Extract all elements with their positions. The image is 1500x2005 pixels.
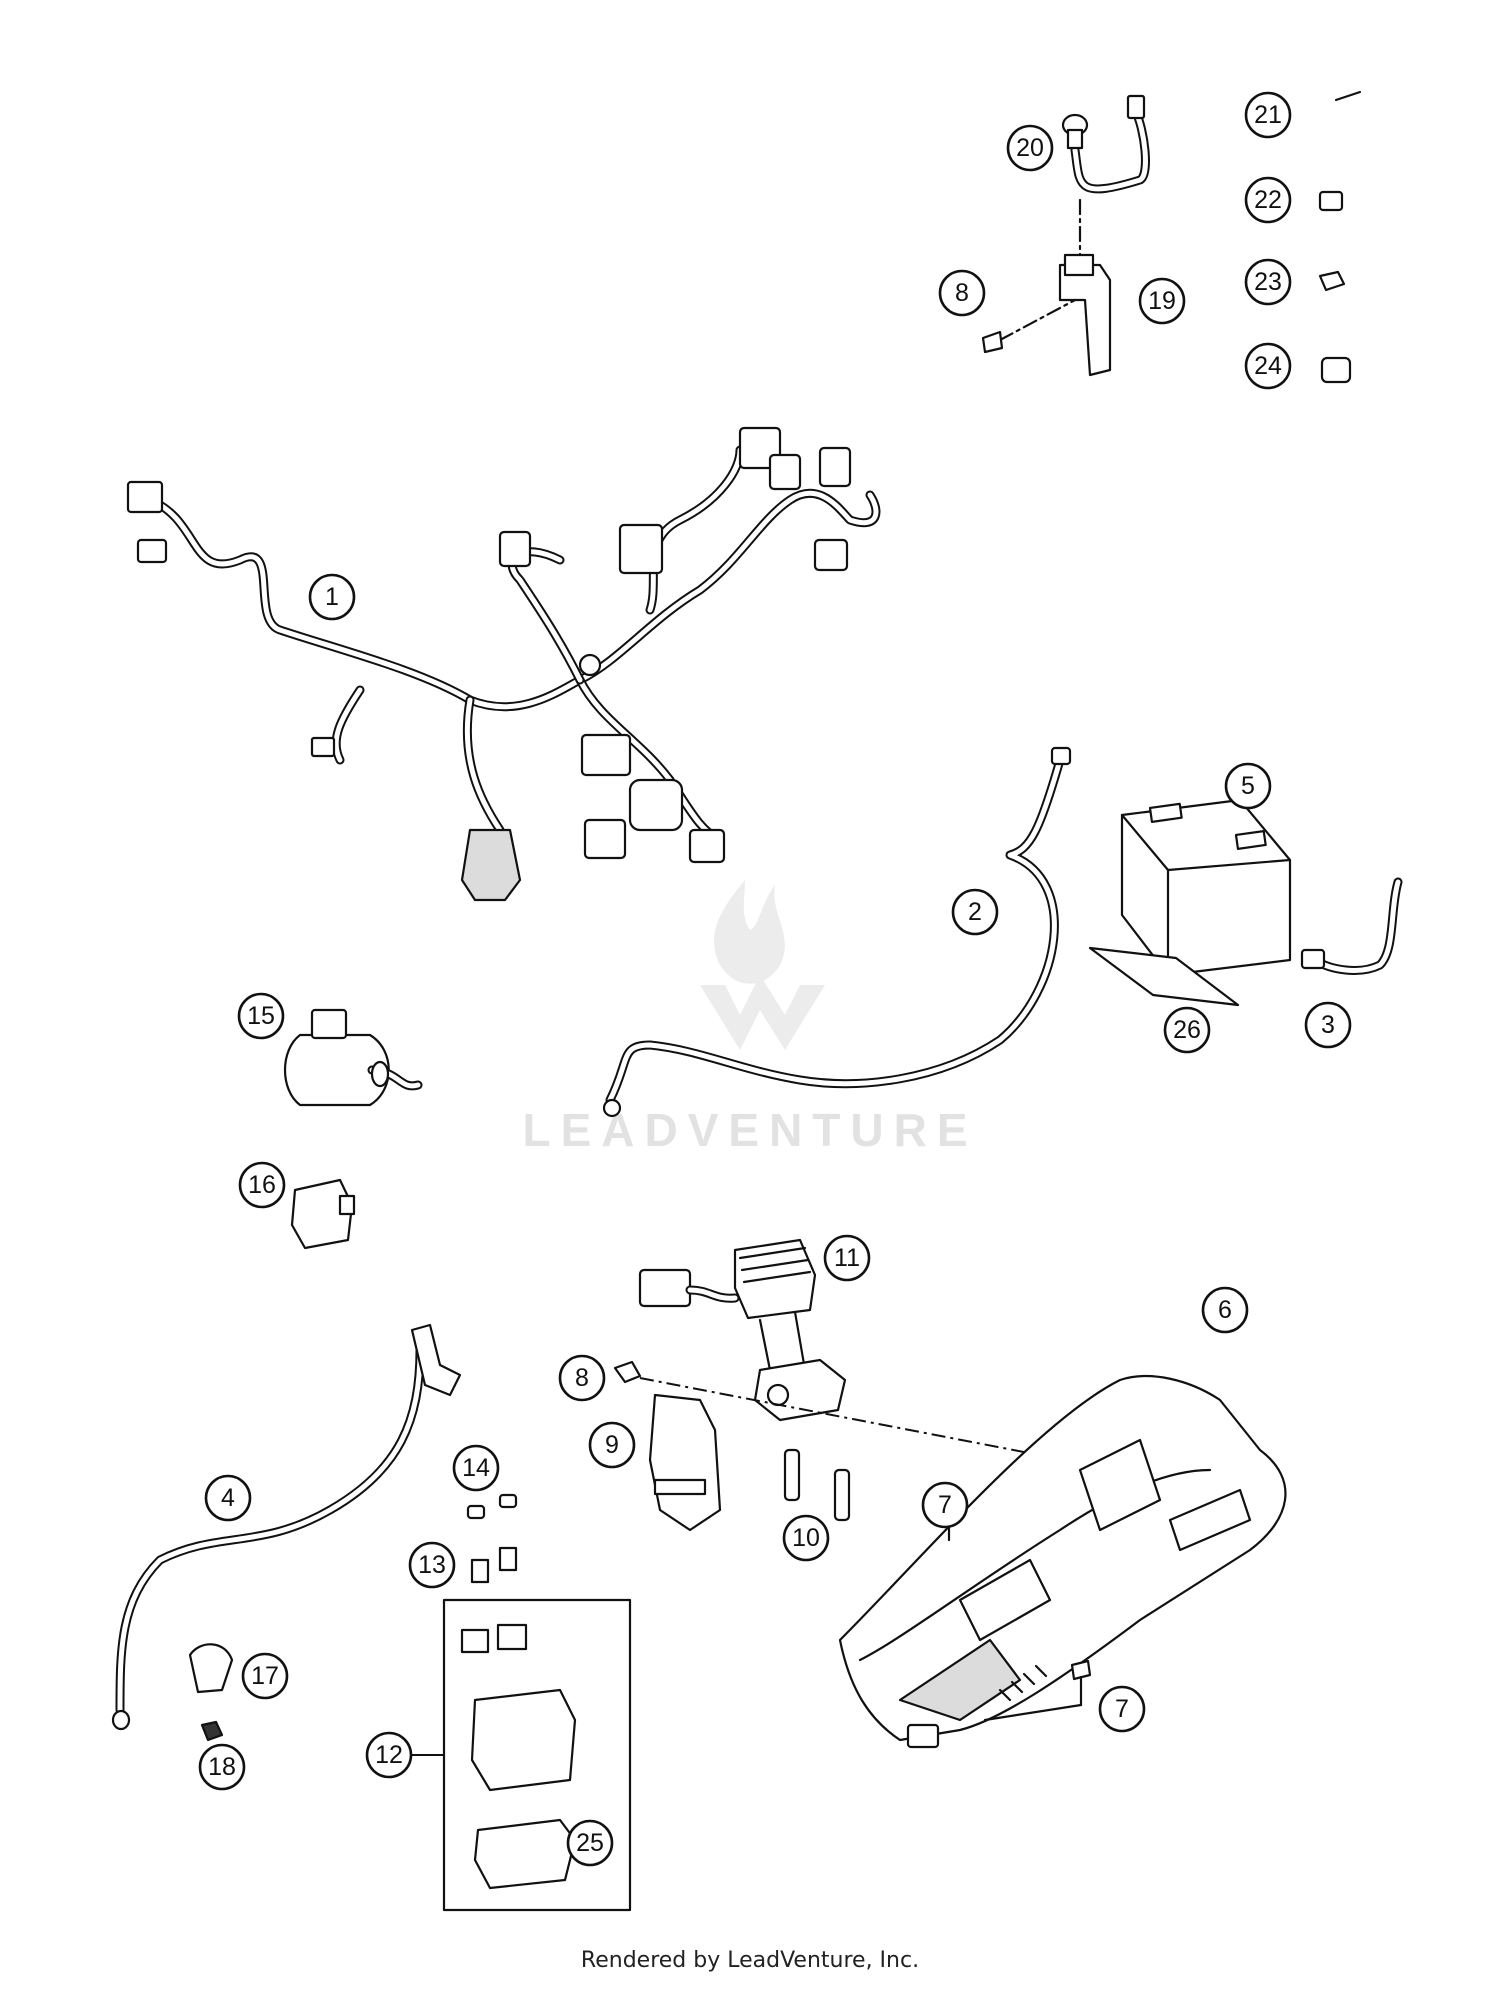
- svg-text:11: 11: [834, 1244, 860, 1272]
- callout-21: 21: [1244, 91, 1292, 139]
- callout-14: 14: [452, 1444, 500, 1492]
- svg-text:18: 18: [208, 1753, 236, 1781]
- svg-text:6: 6: [1218, 1296, 1232, 1324]
- footer-credit: Rendered by LeadVenture, Inc.: [580, 1948, 920, 1973]
- relay-kit-box: [442, 1598, 632, 1912]
- callout-2: 2: [951, 888, 999, 936]
- svg-text:21: 21: [1254, 101, 1282, 129]
- callout-22: 22: [1244, 176, 1292, 224]
- callout-26: 26: [1163, 1006, 1211, 1054]
- callout-12: 12: [365, 1731, 413, 1779]
- svg-text:24: 24: [1254, 352, 1282, 380]
- callout-11: 11: [823, 1234, 871, 1282]
- battery-pad: [1088, 946, 1240, 1007]
- callout-7a: 7: [921, 1481, 969, 1529]
- callout-13: 13: [408, 1541, 456, 1589]
- svg-text:10: 10: [792, 1524, 820, 1552]
- watermark: LEADVENTURE: [522, 880, 977, 1156]
- sensor-with-bracket: [981, 94, 1150, 377]
- battery-cable: [602, 746, 1072, 1118]
- svg-text:23: 23: [1254, 268, 1282, 296]
- svg-text:7: 7: [938, 1491, 952, 1519]
- ground-cable: [111, 1323, 462, 1731]
- callout-10: 10: [782, 1514, 830, 1562]
- svg-text:4: 4: [221, 1484, 235, 1512]
- svg-text:2: 2: [968, 898, 982, 926]
- svg-text:13: 13: [418, 1551, 446, 1579]
- svg-text:5: 5: [1241, 772, 1255, 800]
- short-cable: [1300, 877, 1403, 975]
- callout-4: 4: [204, 1474, 252, 1522]
- callout-6: 6: [1201, 1286, 1249, 1334]
- callout-9: 9: [588, 1421, 636, 1469]
- callout-3: 3: [1304, 1001, 1352, 1049]
- callout-8a: 8: [938, 269, 986, 317]
- svg-text:15: 15: [247, 1002, 275, 1030]
- callout-16: 16: [238, 1161, 286, 1209]
- callout-7b: 7: [1098, 1685, 1146, 1733]
- svg-text:17: 17: [251, 1662, 279, 1690]
- callout-8b: 8: [558, 1354, 606, 1402]
- callout-5: 5: [1224, 762, 1272, 810]
- svg-text:12: 12: [375, 1741, 403, 1769]
- starter-relay-housing: [283, 1008, 423, 1107]
- svg-text:9: 9: [605, 1431, 619, 1459]
- svg-text:19: 19: [1148, 287, 1176, 315]
- terminal-cover: [188, 1643, 234, 1742]
- callout-15: 15: [237, 992, 285, 1040]
- callout-20: 20: [1006, 124, 1054, 172]
- svg-text:7: 7: [1115, 1695, 1129, 1723]
- svg-text:8: 8: [575, 1364, 589, 1392]
- watermark-text: LEADVENTURE: [522, 1104, 977, 1156]
- main-wiring-harness: [126, 426, 881, 902]
- battery-tray: [838, 1374, 1287, 1749]
- mounting-bracket: [648, 1358, 847, 1532]
- battery: [1120, 798, 1292, 977]
- callout-18: 18: [198, 1743, 246, 1791]
- svg-text:22: 22: [1254, 186, 1282, 214]
- svg-text:25: 25: [576, 1829, 604, 1857]
- callout-17: 17: [241, 1652, 289, 1700]
- screws: [783, 1448, 851, 1522]
- callout-19: 19: [1138, 277, 1186, 325]
- flame-logo-icon: [700, 880, 825, 1050]
- fuses-and-caps: [466, 1493, 518, 1584]
- hex-bolt: [613, 1360, 642, 1384]
- svg-text:3: 3: [1321, 1011, 1335, 1039]
- callout-1: 1: [308, 573, 356, 621]
- svg-text:14: 14: [462, 1454, 490, 1482]
- small-hardware-items: [1313, 90, 1362, 384]
- svg-text:1: 1: [325, 583, 339, 611]
- voltage-regulator: [638, 1238, 817, 1372]
- connector-cap: [290, 1178, 356, 1250]
- callout-25: 25: [566, 1819, 614, 1867]
- svg-text:8: 8: [955, 279, 969, 307]
- svg-text:20: 20: [1016, 134, 1044, 162]
- svg-text:16: 16: [248, 1171, 276, 1199]
- callout-23: 23: [1244, 258, 1292, 306]
- callout-24: 24: [1244, 342, 1292, 390]
- svg-text:26: 26: [1173, 1016, 1201, 1044]
